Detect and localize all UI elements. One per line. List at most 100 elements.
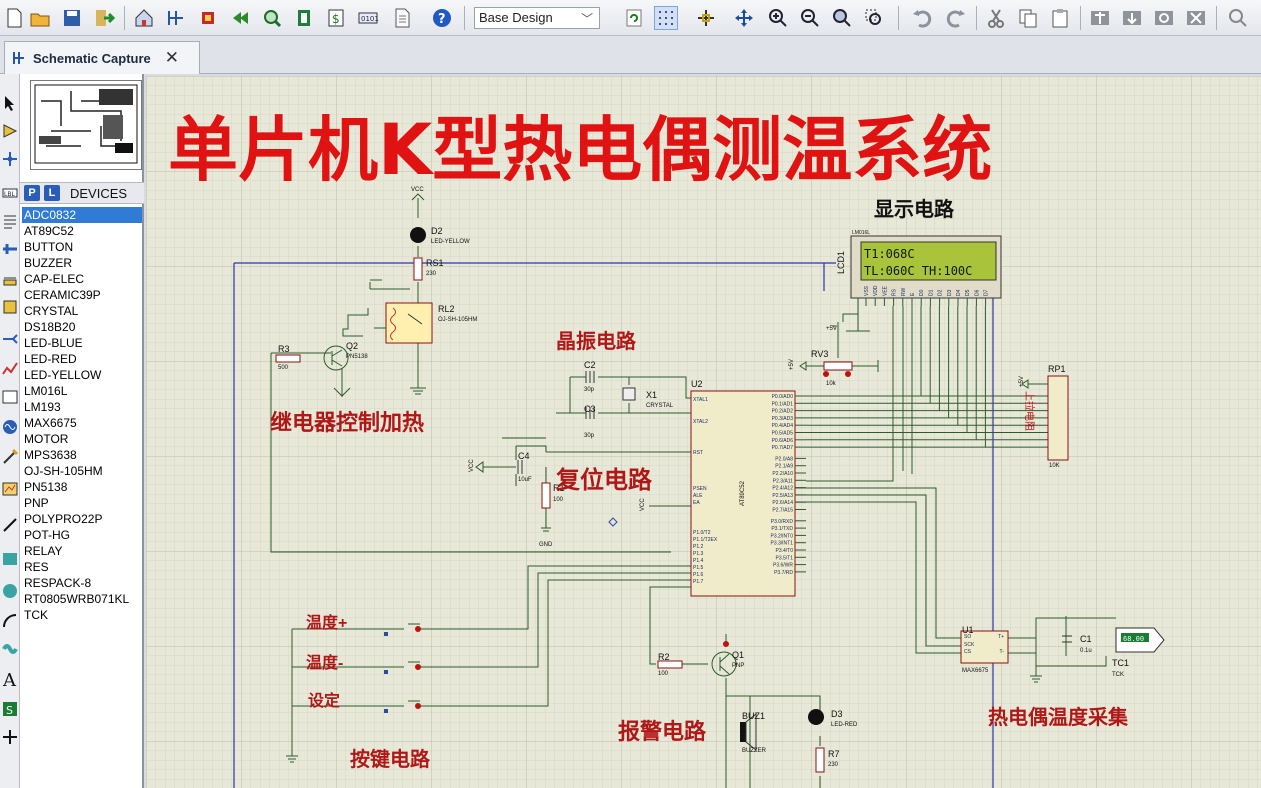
- u2-microcontroller[interactable]: [690, 390, 796, 597]
- r2-resistor[interactable]: [657, 660, 683, 669]
- paste-icon[interactable]: [1048, 6, 1072, 30]
- back-icon[interactable]: [228, 6, 252, 30]
- arc-icon[interactable]: [1, 612, 19, 630]
- buz1-buzzer[interactable]: [740, 722, 746, 742]
- block-rotate-icon[interactable]: [1152, 6, 1176, 30]
- junction-icon[interactable]: [1, 150, 19, 168]
- subcircuit-icon[interactable]: [1, 270, 19, 288]
- block-copy-icon[interactable]: [1088, 6, 1112, 30]
- copy-icon[interactable]: [1016, 6, 1040, 30]
- open-folder-icon[interactable]: [28, 6, 52, 30]
- device-item[interactable]: ADC0832: [22, 207, 142, 223]
- device-item[interactable]: POLYPRO22P: [24, 512, 103, 526]
- wire-label-icon[interactable]: LBL: [1, 184, 19, 202]
- rl2-relay[interactable]: [385, 302, 433, 344]
- pan-icon[interactable]: [732, 6, 756, 30]
- device-item[interactable]: MOTOR: [24, 432, 69, 446]
- import-icon[interactable]: [92, 6, 116, 30]
- help-icon[interactable]: ?: [430, 6, 454, 30]
- rv3-potentiometer[interactable]: [823, 361, 853, 371]
- bus-icon[interactable]: [1, 240, 19, 258]
- pick-device-icon[interactable]: [1226, 6, 1250, 30]
- device-item[interactable]: TCK: [24, 608, 48, 622]
- close-icon[interactable]: ✕: [164, 48, 180, 68]
- device-item[interactable]: OJ-SH-105HM: [24, 464, 103, 478]
- device-item[interactable]: LED-BLUE: [24, 336, 83, 350]
- device-item[interactable]: POT-HG: [24, 528, 71, 542]
- device-item[interactable]: LED-YELLOW: [24, 368, 102, 382]
- save-icon[interactable]: [60, 6, 84, 30]
- rp1-resistor-pack[interactable]: [1047, 375, 1069, 461]
- home-icon[interactable]: [132, 6, 156, 30]
- text-icon[interactable]: A: [1, 670, 19, 688]
- key-switch[interactable]: [415, 664, 421, 670]
- undo-icon[interactable]: [910, 6, 934, 30]
- zoom-area-icon[interactable]: [862, 6, 886, 30]
- d3-led[interactable]: [808, 709, 824, 725]
- rs1-resistor[interactable]: [413, 257, 423, 281]
- d2-led[interactable]: [410, 227, 426, 243]
- q1-transistor[interactable]: [711, 651, 737, 677]
- pcb-icon[interactable]: [196, 6, 220, 30]
- pick-device-button[interactable]: P: [24, 185, 40, 201]
- graph-icon[interactable]: [1, 360, 19, 378]
- device-item[interactable]: AT89C52: [24, 224, 74, 238]
- document-icon[interactable]: [390, 6, 414, 30]
- zoom-all-icon[interactable]: [830, 6, 854, 30]
- schematic-canvas[interactable]: 单片机K型热电偶测温系统 D2 LED-YELLOW VCC RS1 230: [146, 76, 1261, 788]
- circle-icon[interactable]: [1, 582, 19, 600]
- schematic-icon[interactable]: [164, 6, 188, 30]
- x1-crystal[interactable]: [622, 387, 636, 401]
- component-icon[interactable]: [1, 122, 19, 140]
- zoom-in-icon[interactable]: [766, 6, 790, 30]
- device-item[interactable]: RES: [24, 560, 49, 574]
- device-item[interactable]: RT0805WRB071KL: [24, 592, 130, 606]
- u1-max6675[interactable]: [960, 630, 1009, 664]
- new-file-icon[interactable]: [2, 6, 26, 30]
- block-delete-icon[interactable]: [1184, 6, 1208, 30]
- device-item[interactable]: LED-RED: [24, 352, 77, 366]
- device-item[interactable]: LM193: [24, 400, 61, 414]
- refresh-icon[interactable]: [622, 6, 646, 30]
- terminal-icon[interactable]: [1, 298, 19, 316]
- dollar-icon[interactable]: $: [324, 6, 348, 30]
- device-pin-icon[interactable]: [1, 330, 19, 348]
- device-item[interactable]: CRYSTAL: [24, 304, 79, 318]
- zoom-search-icon[interactable]: [260, 6, 284, 30]
- r1-resistor[interactable]: [541, 482, 551, 509]
- device-item[interactable]: PNP: [24, 496, 49, 510]
- instrument-icon[interactable]: [1, 480, 19, 498]
- device-item[interactable]: MAX6675: [24, 416, 77, 430]
- redo-icon[interactable]: [944, 6, 968, 30]
- overview-window[interactable]: [30, 80, 142, 170]
- key-switch[interactable]: [415, 626, 421, 632]
- tab-schematic-capture[interactable]: Schematic Capture ✕: [4, 41, 200, 74]
- line-icon[interactable]: [1, 516, 19, 534]
- key-switch[interactable]: [415, 703, 421, 709]
- r7-resistor[interactable]: [815, 747, 825, 773]
- bom-icon[interactable]: [292, 6, 316, 30]
- device-item[interactable]: RESPACK-8: [24, 576, 92, 590]
- select-arrow-icon[interactable]: [1, 94, 19, 112]
- device-item[interactable]: CERAMIC39P: [24, 288, 101, 302]
- path-icon[interactable]: [1, 640, 19, 658]
- device-item[interactable]: DS18B20: [24, 320, 76, 334]
- r3-resistor[interactable]: [275, 354, 301, 363]
- binary-icon[interactable]: 0101: [356, 6, 380, 30]
- symbol-icon[interactable]: S: [1, 700, 19, 718]
- device-item[interactable]: BUZZER: [24, 256, 72, 270]
- device-item[interactable]: PN5138: [24, 480, 68, 494]
- marker-icon[interactable]: [1, 728, 19, 746]
- block-move-icon[interactable]: [1120, 6, 1144, 30]
- origin-icon[interactable]: [694, 6, 718, 30]
- probe-icon[interactable]: [1, 448, 19, 466]
- design-select[interactable]: Base Design﹀: [474, 7, 600, 29]
- box-icon[interactable]: [1, 550, 19, 568]
- cut-icon[interactable]: [984, 6, 1008, 30]
- grid-icon[interactable]: [654, 6, 678, 30]
- library-button[interactable]: L: [44, 185, 60, 201]
- device-item[interactable]: RELAY: [24, 544, 63, 558]
- device-item[interactable]: LM016L: [24, 384, 68, 398]
- device-item[interactable]: MPS3638: [24, 448, 77, 462]
- device-item[interactable]: CAP-ELEC: [24, 272, 85, 286]
